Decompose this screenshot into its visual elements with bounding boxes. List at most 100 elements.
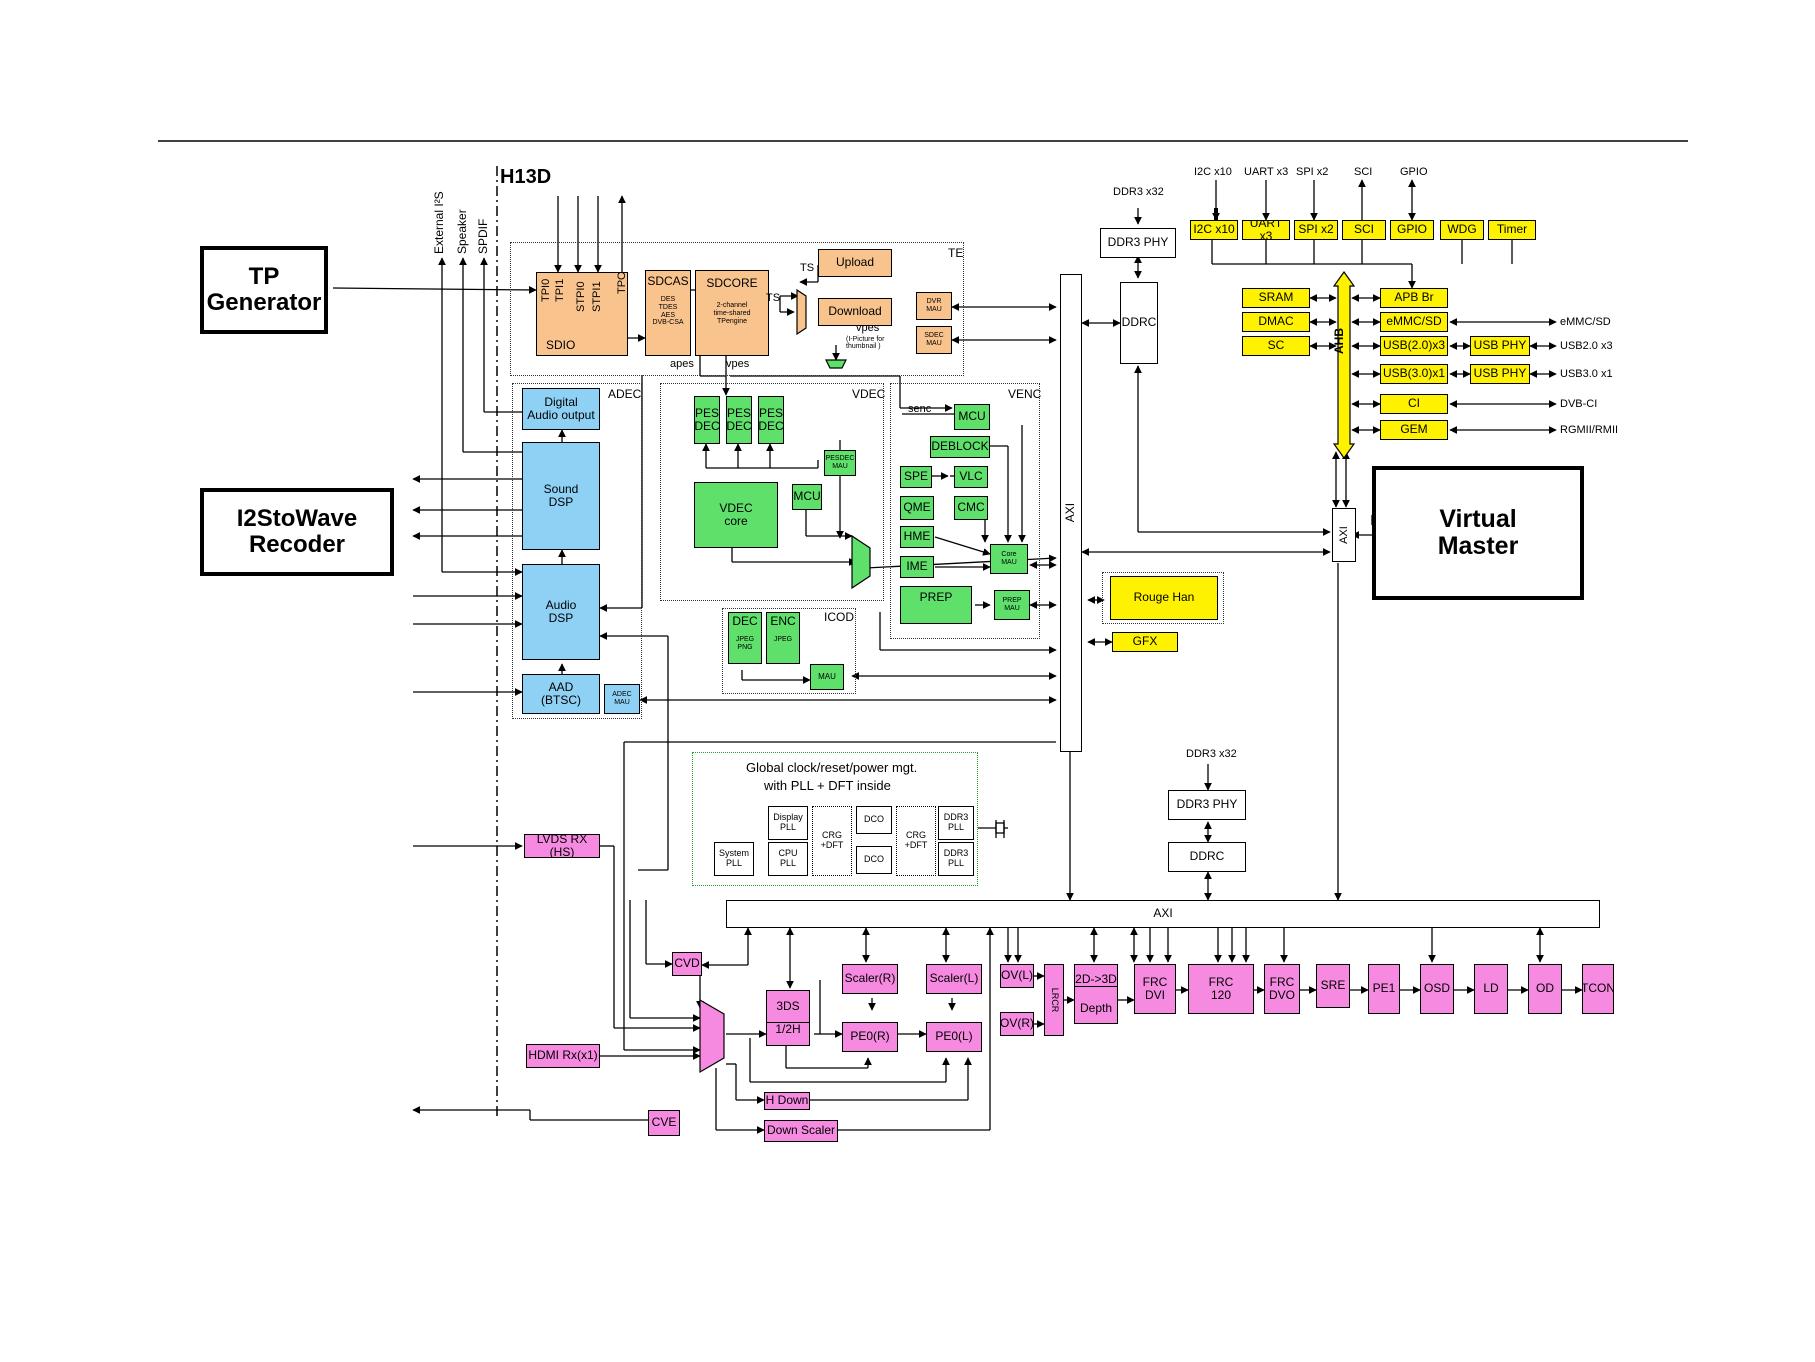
pe1-block: PE1 — [1368, 964, 1400, 1014]
chip-title: H13D — [500, 166, 552, 188]
rouge-han-block: Rouge Han — [1110, 576, 1218, 620]
te-frame-label: TE — [948, 246, 964, 260]
periph-top-label-gpio: GPIO — [1400, 166, 1428, 178]
vdec-mcu-block: MCU — [792, 484, 822, 510]
sdec-mau-block: SDEC MAU — [916, 326, 952, 354]
tp-generator-box: TP Generator — [200, 246, 328, 334]
2d-3d-label: 2D->3D — [1075, 971, 1117, 987]
lrcr-label: LRCR — [1049, 987, 1060, 1013]
venc-frame — [890, 383, 1040, 639]
tcon-block: TCON — [1582, 964, 1614, 1014]
dco-1-block: DCO — [856, 806, 892, 834]
gfx-block: GFX — [1112, 632, 1178, 652]
sdcore-sub: 2-channel time-shared TPengine — [713, 302, 751, 325]
ahb-label: AHB — [1332, 328, 1346, 354]
cvd-block: CVD — [672, 952, 702, 976]
vdec-core-block: VDEC core — [694, 482, 778, 548]
ci-block: CI — [1380, 394, 1448, 414]
ddr-phy-top-block: DDR3 PHY — [1100, 228, 1176, 258]
prep-mau-block: PREP MAU — [994, 590, 1030, 620]
usb30-block: USB(3.0)x1 — [1380, 364, 1448, 384]
periph-top-label-uart: UART x3 — [1244, 166, 1289, 178]
deblock-block: DEBLOCK — [930, 436, 990, 458]
venc-mcu-block: MCU — [954, 404, 990, 430]
prep-block: PREP — [900, 586, 972, 624]
axi-bridge-label: AXI — [1337, 526, 1350, 544]
adec-frame-label: ADEC — [608, 387, 642, 401]
apb-br-block: APB Br — [1380, 288, 1448, 308]
scaler-l-block: Scaler(L) — [926, 964, 982, 994]
icod-enc-label: ENC — [770, 614, 796, 628]
sdcas-label: SDCAS — [647, 274, 689, 288]
ddr-top-label: DDR3 x32 — [1113, 186, 1164, 198]
down-scaler-block: Down Scaler — [764, 1120, 838, 1142]
ddr3-pll-1-block: DDR3 PLL — [938, 806, 974, 840]
osd-block: OSD — [1420, 964, 1454, 1014]
sdio-block — [536, 272, 628, 356]
external-i2s-label: External I²S — [432, 191, 446, 254]
vdec-frame — [660, 383, 884, 601]
venc-frame-label: VENC — [1008, 387, 1042, 401]
digital-audio-output-block: Digital Audio output — [522, 388, 600, 430]
ts-label-upper: TS — [800, 262, 815, 274]
ld-block: LD — [1474, 964, 1508, 1014]
aad-btsc-block: AAD (BTSC) — [522, 674, 600, 714]
icod-enc-block: ENC JPEG — [766, 612, 800, 664]
stpi1-port: STPI1 — [591, 281, 603, 312]
senc-label: senc — [908, 403, 932, 415]
usb-phy-2-block: USB PHY — [1470, 364, 1530, 384]
pes-dec-1-block: PES DEC — [694, 396, 720, 444]
scaler-r-block: Scaler(R) — [842, 964, 898, 994]
download-block: Download — [818, 298, 892, 326]
apes-label: apes — [670, 358, 694, 370]
od-block: OD — [1528, 964, 1562, 1014]
periph-timer-block: Timer — [1488, 220, 1536, 240]
axi-bridge-block: AXI — [1332, 508, 1356, 562]
3ds-block: 3DS 1/2H — [766, 990, 810, 1046]
adec-mau-block: ADEC MAU — [604, 684, 640, 714]
ext-usb30-label: USB3.0 x1 — [1560, 368, 1613, 380]
sram-block: SRAM — [1242, 288, 1310, 308]
ddr-phy-bot-block: DDR3 PHY — [1168, 790, 1246, 820]
dvr-mau-block: DVR MAU — [916, 292, 952, 320]
ext-rgmii-label: RGMII/RMII — [1560, 424, 1619, 436]
pe0-r-block: PE0(R) — [842, 1022, 898, 1052]
periph-top-label-i2c: I2C x10 — [1194, 166, 1232, 178]
pes-dec-2-block: PES DEC — [726, 396, 752, 444]
pesdec-mau-block: PESDEC MAU — [824, 450, 856, 476]
core-mau-block: Core MAU — [990, 544, 1028, 574]
dmac-block: DMAC — [1242, 312, 1310, 332]
crg-dft-1-block: CRG +DFT — [812, 806, 852, 876]
ext-dvbci-label: DVB-CI — [1560, 398, 1598, 410]
te-frame — [510, 242, 964, 376]
icod-frame-label: ICOD — [824, 610, 854, 624]
axi-horizontal-bus: AXI — [726, 900, 1600, 928]
periph-spi-block: SPI x2 — [1294, 220, 1338, 240]
virtual-master-box: Virtual Master — [1372, 466, 1584, 600]
periph-wdg-block: WDG — [1440, 220, 1484, 240]
vpes-label: vpes — [856, 322, 880, 334]
emmc-sd-block: eMMC/SD — [1380, 312, 1448, 332]
periph-gpio-block: GPIO — [1390, 220, 1434, 240]
vpes-label-2: vpes — [726, 358, 750, 370]
tpo-port: TPO — [616, 271, 628, 294]
hme-block: HME — [900, 526, 934, 548]
ts-label-lower: TS — [766, 292, 781, 304]
sdcore-label: SDCORE — [706, 276, 758, 290]
speaker-label: Speaker — [455, 209, 469, 254]
axi-vertical-bus: AXI — [1060, 274, 1082, 752]
adec-frame — [512, 383, 642, 719]
qme-block: QME — [900, 496, 934, 520]
usb-phy-1-block: USB PHY — [1470, 336, 1530, 356]
dco-2-block: DCO — [856, 846, 892, 874]
usb20-block: USB(2.0)x3 — [1380, 336, 1448, 356]
lvds-rx-block: LVDS RX (HS) — [524, 834, 600, 858]
ddr-bot-label: DDR3 x32 — [1186, 748, 1237, 760]
frc-dvi-block: FRC DVI — [1134, 964, 1176, 1014]
sre-block: SRE — [1316, 964, 1350, 1008]
tpi0-port: TPI0 — [540, 278, 552, 302]
icod-mau-block: MAU — [810, 664, 844, 690]
half-h-label: 1/2H — [767, 1021, 809, 1036]
